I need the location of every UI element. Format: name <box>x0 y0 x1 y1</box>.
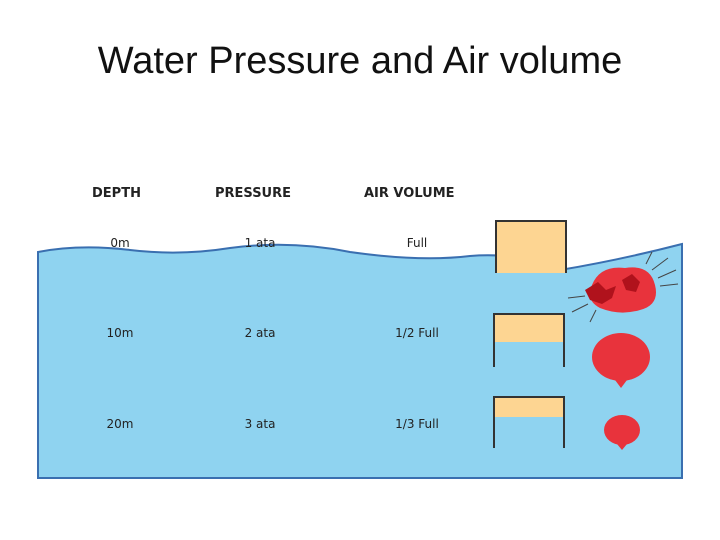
pressure-0m: 1 ata <box>244 236 276 250</box>
container-outline-10m <box>493 313 565 367</box>
balloon-20m-icon <box>604 415 640 450</box>
air-volume-20m: 1/3 Full <box>395 417 439 431</box>
container-10m <box>493 313 565 367</box>
header-depth: DEPTH <box>92 186 141 201</box>
depth-0m: 0m <box>110 236 130 250</box>
air-pocket-20m <box>494 397 564 417</box>
water-body <box>37 242 683 479</box>
air-volume-10m: 1/2 Full <box>395 326 439 340</box>
depth-20m: 20m <box>106 417 134 431</box>
air-pocket-10m <box>494 314 564 342</box>
header-pressure: PRESSURE <box>215 186 292 201</box>
header-air-volume: AIR VOLUME <box>364 186 455 201</box>
depth-10m: 10m <box>106 326 134 340</box>
pressure-10m: 2 ata <box>244 326 276 340</box>
container-surface <box>495 220 567 273</box>
container-20m <box>493 396 565 448</box>
container-outline-20m <box>493 396 565 448</box>
bursting-balloon-icon <box>567 251 679 323</box>
air-pocket-surface <box>496 221 566 273</box>
pressure-20m: 3 ata <box>244 417 276 431</box>
balloon-10m-icon <box>592 333 650 388</box>
slide-title: Water Pressure and Air volume <box>97 40 623 82</box>
air-volume-0m: Full <box>406 236 428 250</box>
container-outline-surface <box>495 220 567 273</box>
